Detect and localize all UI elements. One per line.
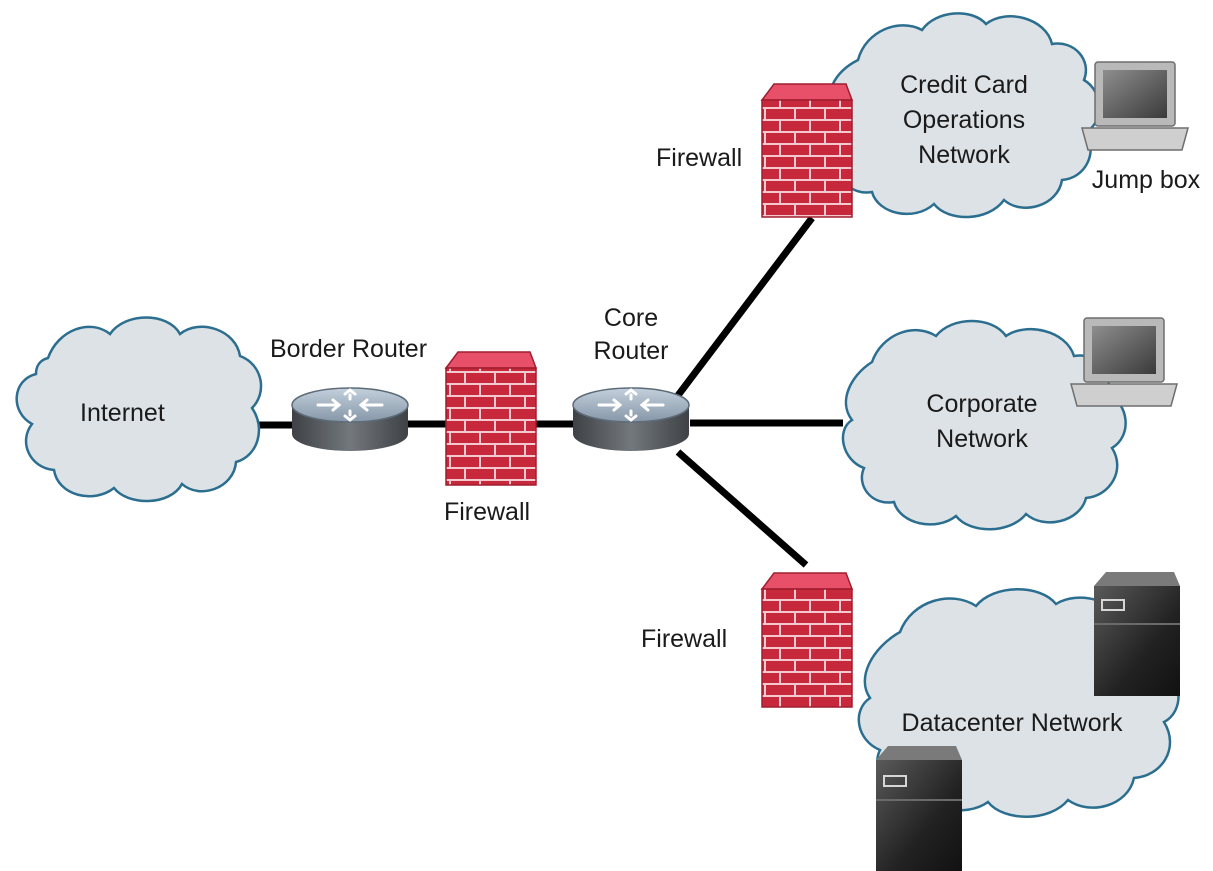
- core-router-label-line2: Router: [593, 337, 668, 365]
- corporate-label-line1: Corporate: [926, 390, 1037, 418]
- corporate-laptop: [1070, 317, 1178, 407]
- datacenter-server-left: [876, 746, 962, 871]
- border-router-label: Border Router: [270, 335, 427, 363]
- core-router-label-line1: Core: [604, 304, 658, 332]
- datacenter-firewall-label: Firewall: [641, 625, 727, 653]
- server-icon: [1094, 572, 1180, 696]
- credit-card-firewall-label: Firewall: [656, 144, 742, 172]
- datacenter-server-right: [1094, 572, 1180, 696]
- credit-card-cloud: Credit Card Operations Network: [822, 12, 1101, 219]
- edge-firewall-label: Firewall: [444, 498, 530, 526]
- corporate-label-line2: Network: [936, 425, 1028, 453]
- router-icon: [291, 387, 409, 451]
- cloud-icon: [841, 319, 1127, 531]
- credit-card-label-line1: Credit Card: [900, 71, 1028, 99]
- edge-firewall: Firewall: [444, 351, 538, 526]
- links: [255, 215, 843, 568]
- router-icon: [572, 387, 690, 451]
- laptop-icon: [1070, 317, 1178, 407]
- credit-card-label-line3: Network: [918, 141, 1010, 169]
- credit-card-firewall: Firewall: [656, 83, 854, 218]
- corporate-cloud: Corporate Network: [841, 319, 1127, 531]
- datacenter-firewall: Firewall: [641, 572, 854, 708]
- datacenter-label: Datacenter Network: [902, 709, 1123, 737]
- link-core-credit-card: [673, 215, 815, 401]
- firewall-icon: [760, 572, 854, 708]
- border-router: Border Router: [270, 335, 427, 451]
- jump-box: Jump box: [1081, 61, 1201, 194]
- core-router: Core Router: [572, 304, 690, 451]
- link-core-datacenter: [675, 449, 809, 568]
- jump-box-label: Jump box: [1092, 166, 1201, 194]
- cloud-icon: [15, 316, 263, 503]
- internet-cloud: Internet: [15, 316, 263, 503]
- server-icon: [876, 746, 962, 871]
- laptop-icon: [1081, 61, 1189, 151]
- internet-label: Internet: [80, 399, 165, 427]
- credit-card-label-line2: Operations: [903, 106, 1025, 134]
- firewall-icon: [444, 351, 538, 486]
- firewall-icon: [760, 83, 854, 218]
